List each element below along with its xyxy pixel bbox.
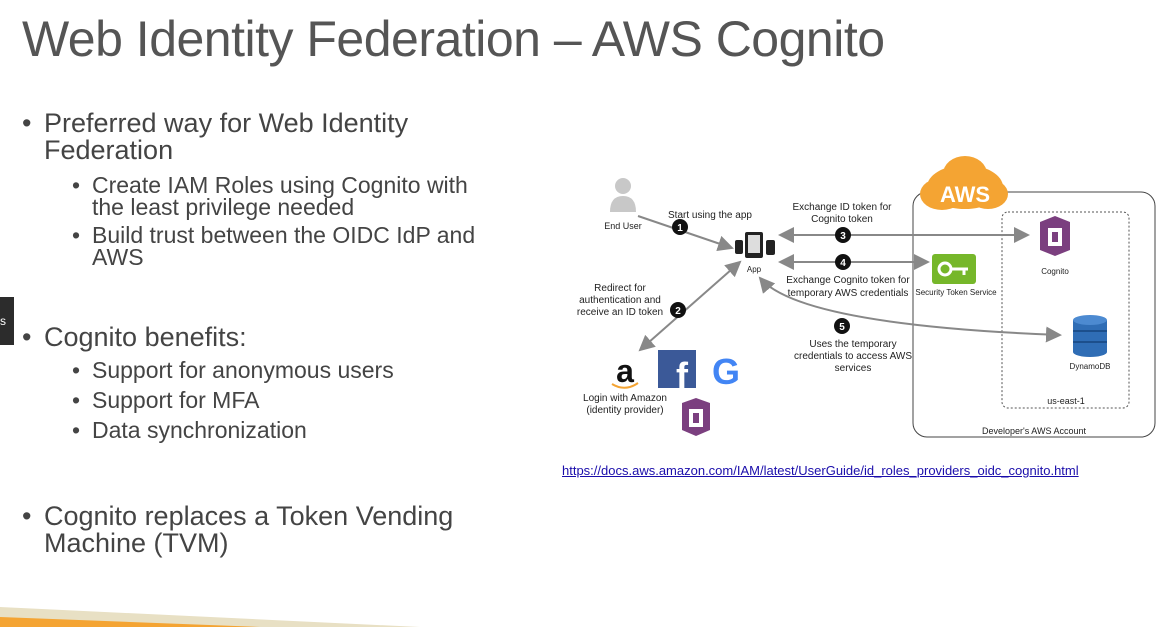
step2-label: Redirect for: [594, 283, 646, 294]
docs-link[interactable]: https://docs.aws.amazon.com/IAM/latest/U…: [562, 463, 1079, 478]
sts-label: Security Token Service: [915, 288, 997, 297]
bullet-preferred-way: Preferred way for Web Identity Federatio…: [22, 110, 552, 164]
bullet-text: the least privilege needed: [92, 194, 355, 220]
step4-label: Exchange Cognito token for: [786, 275, 910, 286]
side-tab[interactable]: s: [0, 297, 14, 345]
step3-number: 3: [840, 231, 846, 242]
app-label: App: [747, 265, 762, 274]
bullet-text: Federation: [44, 135, 174, 165]
step1-label: Start using the app: [668, 210, 752, 221]
footer-accent-bar: [0, 607, 420, 627]
bullet-text: Cognito benefits:: [44, 322, 247, 352]
google-logo-icon: G: [712, 351, 740, 392]
dynamodb-label: DynamoDB: [1070, 362, 1111, 371]
amazon-logo-icon: a: [616, 353, 634, 389]
region-label: us-east-1: [1047, 396, 1085, 406]
login-label: (identity provider): [586, 405, 663, 416]
key-icon: [932, 254, 976, 284]
aws-cloud-icon: AWS: [920, 156, 1008, 210]
bullet-text: Create IAM Roles using Cognito with: [92, 172, 468, 198]
step4-label: temporary AWS credentials: [788, 288, 909, 299]
aws-account-box: [912, 191, 1156, 438]
facebook-logo-icon: [658, 350, 696, 388]
cognito-label: Cognito: [1041, 267, 1069, 276]
step5-label: services: [835, 363, 872, 374]
subbullet-trust: Build trust between the OIDC IdP and AWS: [22, 222, 552, 270]
cognito-icon: [1040, 216, 1070, 256]
step1-number: 1: [677, 223, 683, 234]
step3-label: Cognito token: [811, 214, 873, 225]
bullet-text: Data synchronization: [92, 417, 307, 443]
end-user-label: End User: [604, 221, 642, 231]
account-label: Developer's AWS Account: [982, 426, 1086, 436]
app-devices-icon: [735, 232, 775, 258]
step5-label: credentials to access AWS: [794, 351, 912, 362]
login-label: Login with Amazon: [583, 393, 667, 404]
slide-title: Web Identity Federation – AWS Cognito: [22, 11, 885, 67]
subbullet-iam-roles: Create IAM Roles using Cognito with the …: [22, 172, 552, 220]
bullet-text: Preferred way for Web Identity: [44, 108, 409, 138]
step5-number: 5: [839, 322, 845, 333]
bullet-text: Machine (TVM): [44, 528, 229, 558]
bullet-text: Cognito replaces a Token Vending: [44, 501, 454, 531]
bullet-text: AWS: [92, 244, 144, 270]
amazon-smile: [611, 382, 639, 389]
step4-number: 4: [840, 258, 846, 269]
step2-label: authentication and: [579, 295, 661, 306]
bullet-cognito-benefits: Cognito benefits:: [22, 322, 552, 352]
subbullet-data-sync: Data synchronization: [22, 417, 552, 443]
cognito-flow-diagram: AWS End User App Start using the app 1 R…: [577, 156, 1156, 438]
end-user-icon: [610, 178, 636, 212]
bullet-text: Build trust between the OIDC IdP and: [92, 222, 476, 248]
bullet-text: Support for MFA: [92, 387, 260, 413]
step3-label: Exchange ID token for: [793, 202, 893, 213]
bullet-list: Preferred way for Web Identity Federatio…: [22, 110, 552, 557]
bullet-text: Support for anonymous users: [92, 357, 394, 383]
step2-number: 2: [675, 306, 681, 317]
cognito-icon: [682, 398, 710, 436]
subbullet-mfa: Support for MFA: [22, 387, 552, 413]
bullet-tvm: Cognito replaces a Token Vending Machine…: [22, 503, 552, 557]
aws-badge-text: AWS: [940, 182, 990, 207]
facebook-glyph: f: [676, 355, 689, 396]
step5-label: Uses the temporary: [809, 339, 896, 350]
dynamodb-icon: [1073, 315, 1107, 357]
subbullet-anonymous: Support for anonymous users: [22, 357, 552, 383]
step2-label: receive an ID token: [577, 307, 663, 318]
